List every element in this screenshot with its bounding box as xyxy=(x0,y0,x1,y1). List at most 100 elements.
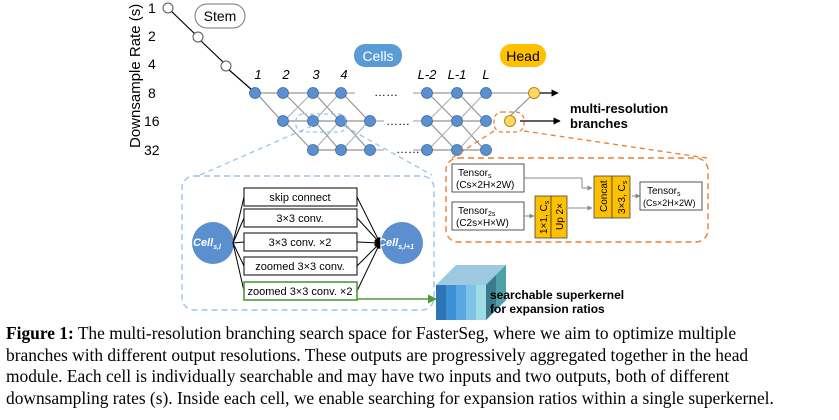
op-edge xyxy=(232,217,245,244)
cell-index: 2 xyxy=(281,67,290,82)
cell-output-label: Cells,l+1 xyxy=(378,237,414,251)
cell-detail-box xyxy=(181,175,435,311)
rate-label: 32 xyxy=(144,142,160,158)
stem-node xyxy=(220,60,232,72)
cell-node xyxy=(480,87,492,99)
cell-node xyxy=(307,115,319,127)
superkernel-label: for expansion ratios xyxy=(490,302,605,316)
stem-node xyxy=(162,2,174,14)
caption-label: Figure 1: xyxy=(6,323,74,343)
tensor-out-name: Tensors xyxy=(647,186,681,198)
grid-edge xyxy=(460,123,483,148)
cell-input-node xyxy=(192,222,234,264)
op-edge xyxy=(356,239,381,246)
caption-line: branches with different output resolutio… xyxy=(6,344,749,365)
cell-node xyxy=(277,115,289,127)
op-label: 3×3 conv. xyxy=(276,213,323,225)
caption-line: module. Each cell is individually search… xyxy=(6,366,730,386)
cell-node xyxy=(335,115,347,127)
op-box xyxy=(243,281,358,301)
op-edge xyxy=(232,242,245,267)
cell-edges xyxy=(258,92,483,151)
cell-node xyxy=(307,144,319,156)
head-detail-box xyxy=(445,157,709,243)
cell-node xyxy=(277,87,289,99)
op-edge xyxy=(232,242,245,292)
head-label: Head xyxy=(506,48,539,64)
grid-edge xyxy=(430,123,454,148)
stem-node xyxy=(192,31,204,43)
op-label: 3×3 conv. ×2 xyxy=(269,237,332,249)
grid-edge xyxy=(286,123,310,148)
cell-node xyxy=(335,144,347,156)
tensor-s-box xyxy=(451,163,525,193)
cell-input-label: Cells,l xyxy=(193,237,222,251)
grid-edge xyxy=(286,95,310,119)
op-edge xyxy=(356,217,381,244)
upsample-block xyxy=(550,195,568,239)
op-edge xyxy=(356,196,381,244)
op-box xyxy=(243,232,358,252)
caption-line: Figure 1: The multi-resolution branching… xyxy=(6,323,737,343)
cell-output-node xyxy=(381,222,423,264)
branches-label: multi-resolution xyxy=(570,101,668,116)
grid-edge xyxy=(344,123,367,148)
grid-edge xyxy=(344,95,367,119)
conv3x3-label: 3×3, Cs xyxy=(617,180,629,214)
op-edge xyxy=(356,242,381,267)
cell-node xyxy=(480,115,492,127)
ellipsis: …… xyxy=(374,85,398,99)
head-badge xyxy=(500,44,546,67)
op-box xyxy=(243,187,358,207)
op-edge xyxy=(232,196,245,244)
op-box xyxy=(243,208,358,228)
branches-label: branches xyxy=(570,116,628,131)
y-axis-title: Downsample Rate (s) xyxy=(127,4,144,148)
cell-index: L xyxy=(482,67,489,82)
caption-line: downsampling rates (s). Inside each cell… xyxy=(6,387,774,408)
op-box xyxy=(243,256,358,276)
tensor-2s-dims: (C2s×H×W) xyxy=(456,218,509,229)
conv3x3-block xyxy=(611,175,631,219)
figure-caption: Figure 1: The multi-resolution branching… xyxy=(6,323,834,409)
cell-node xyxy=(364,115,376,127)
cell-index: L-1 xyxy=(448,67,467,82)
cell-focus-box xyxy=(295,113,347,133)
superkernel-label: searchable superkernel xyxy=(490,288,624,302)
conv1x1-label: 1×1, Cs xyxy=(539,200,551,234)
cell-node xyxy=(451,115,463,127)
upsample-label: Up 2× xyxy=(555,203,566,230)
grid-edge xyxy=(316,123,338,148)
op-edge xyxy=(356,242,381,292)
head-node xyxy=(528,87,540,99)
cells-badge xyxy=(354,44,402,67)
grid-edge xyxy=(430,95,454,119)
cell-node xyxy=(480,144,492,156)
tensor-s-dims: (Cs×2H×2W) xyxy=(456,180,514,191)
head-focus-box xyxy=(493,111,525,133)
cell-node xyxy=(307,87,319,99)
tensor-2s-name: Tensor2s xyxy=(458,206,496,218)
cell-index: 4 xyxy=(340,67,347,82)
op-label: zoomed 3×3 conv. ×2 xyxy=(248,286,353,298)
rate-label: 4 xyxy=(148,56,156,72)
cell-node xyxy=(451,87,463,99)
cell-nodes xyxy=(249,87,492,156)
cell-node xyxy=(249,87,261,99)
head-node xyxy=(504,115,516,127)
op-edge xyxy=(232,241,245,244)
tensor-s-name: Tensors xyxy=(458,168,492,180)
cell-node xyxy=(421,87,433,99)
tensor-out-box xyxy=(639,181,703,211)
concat-label: Concat xyxy=(599,180,610,212)
grid-edge xyxy=(258,95,280,119)
cell-node xyxy=(451,144,463,156)
cells-label: Cells xyxy=(362,48,393,64)
cell-node xyxy=(364,144,376,156)
grid-edge xyxy=(460,95,483,119)
tensor-out-dims: (Cs×2H×2W) xyxy=(643,198,696,208)
cell-node xyxy=(335,87,347,99)
stem-box xyxy=(194,3,246,29)
cell-node xyxy=(421,144,433,156)
rate-label: 8 xyxy=(148,85,156,101)
